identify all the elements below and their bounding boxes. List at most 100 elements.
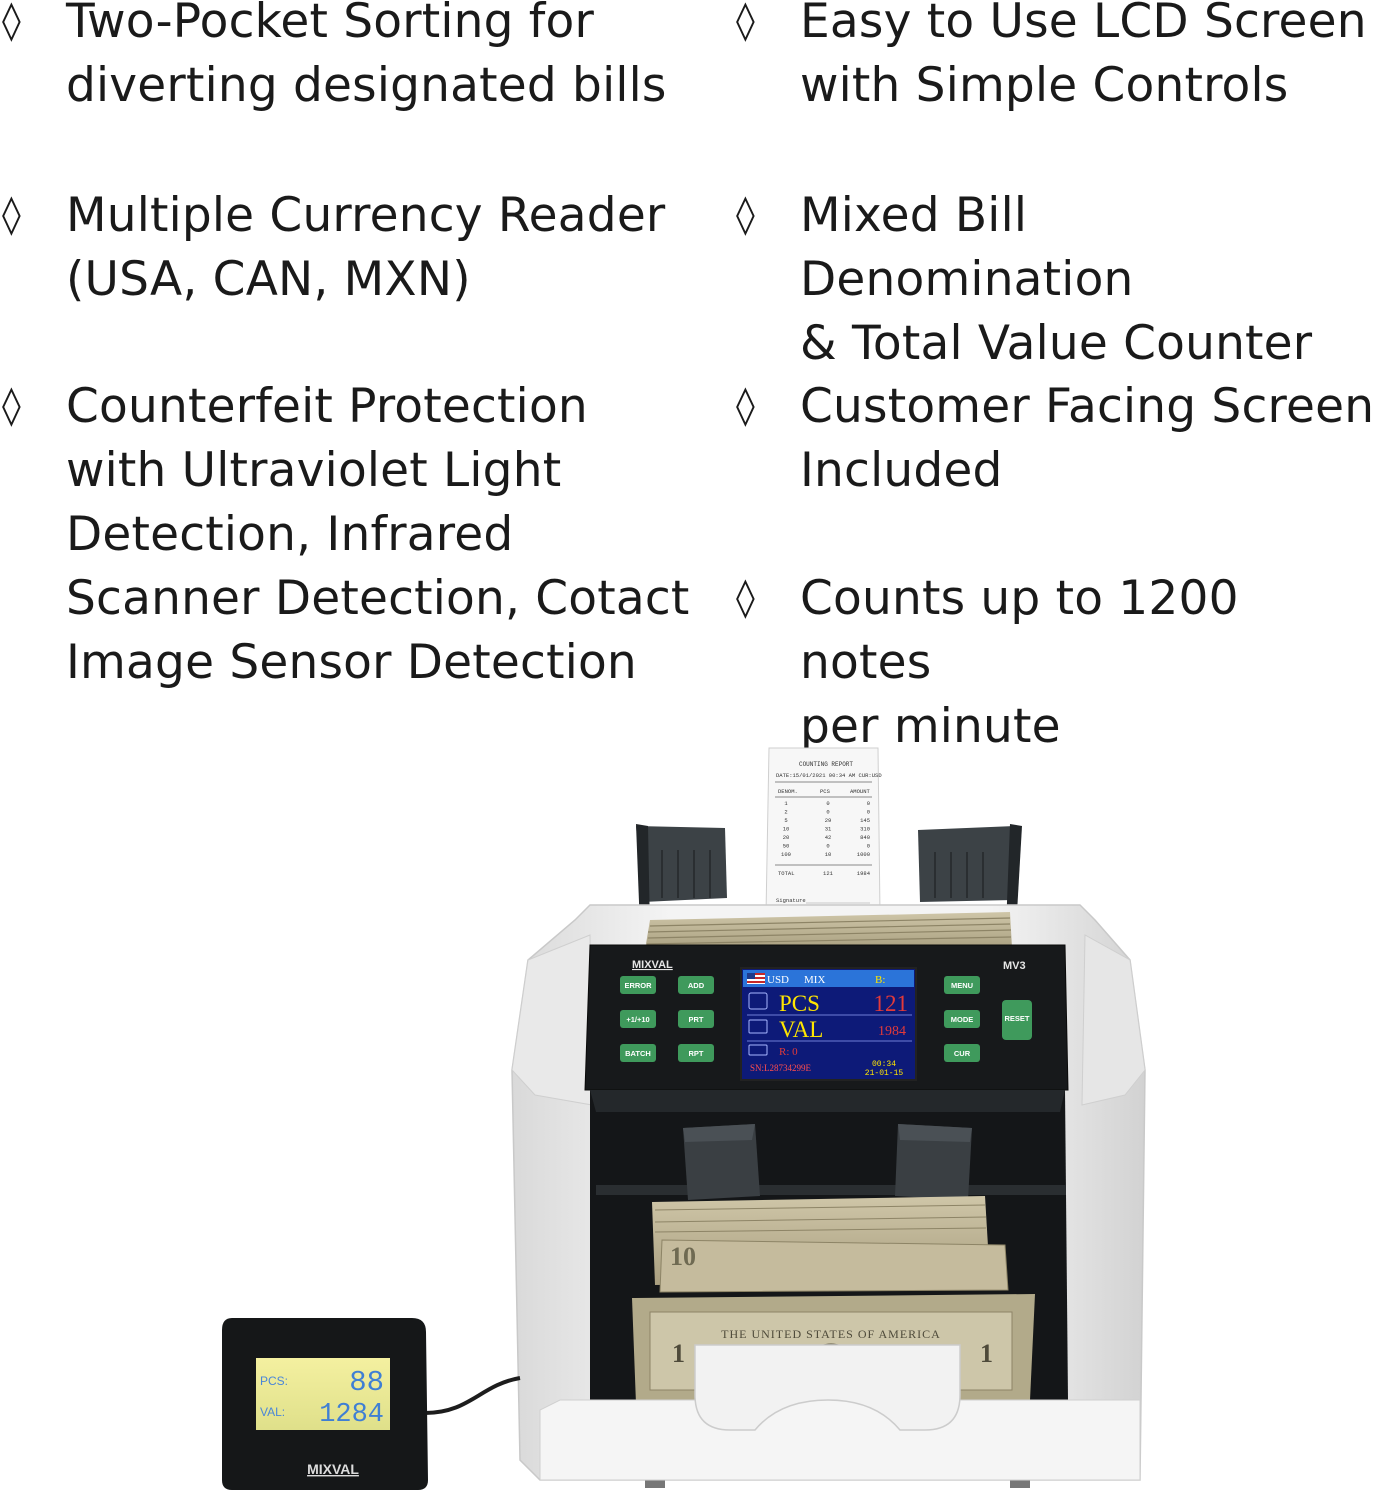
screen-time: 00:34	[872, 1060, 896, 1069]
mode-button-label: MODE	[951, 1015, 974, 1024]
feature-text: Counts up to 1200 notes per minute	[800, 571, 1239, 754]
diamond-bullet-icon: ◊	[2, 192, 21, 236]
receipt-cell: 0	[867, 800, 870, 807]
stacker-wheel-right	[895, 1124, 972, 1200]
banknote-denom-right: 1	[980, 1339, 993, 1368]
feature-counting-speed: ◊ Counts up to 1200 notes per minute	[734, 567, 1375, 759]
diamond-bullet-icon: ◊	[2, 0, 21, 42]
currency-button-label: CUR	[954, 1049, 971, 1058]
receipt-cell: 20	[783, 834, 790, 841]
feature-two-pocket-sorting: ◊ Two-Pocket Sorting for diverting desig…	[0, 0, 667, 118]
main-lcd-screen: USD MIX B: PCS 121 VAL 1984 R: 0 SN:L287…	[740, 967, 917, 1081]
receipt-total-label: TOTAL	[778, 870, 795, 877]
screen-serial: SN:L28734299E	[750, 1063, 812, 1073]
customer-pcs-label: PCS:	[260, 1374, 288, 1388]
diamond-bullet-icon: ◊	[736, 0, 755, 42]
receipt-col-denom: DENOM.	[778, 788, 798, 795]
brand-logo: MIXVAL	[632, 959, 673, 971]
feature-text: Customer Facing Screen Included	[800, 379, 1375, 498]
error-button-label: ERROR	[624, 981, 652, 990]
feature-lcd-screen: ◊ Easy to Use LCD Screen with Simple Con…	[734, 0, 1367, 118]
hopper-right-guide	[918, 824, 1022, 930]
receipt-cell: 1000	[857, 851, 870, 858]
receipt-total-pcs: 121	[823, 870, 834, 877]
receipt-cell: 145	[860, 817, 870, 824]
screen-currency: USD	[767, 974, 789, 986]
receipt-cell: 10	[825, 851, 832, 858]
diamond-bullet-icon: ◊	[736, 192, 755, 236]
receipt-cell: 50	[783, 843, 790, 850]
banknote-denom-left: 1	[672, 1339, 685, 1368]
receipt-cell: 310	[860, 826, 870, 833]
customer-display: PCS: 88 VAL: 1284 MIXVAL	[222, 1318, 521, 1490]
screen-val-label: VAL	[779, 1017, 823, 1042]
receipt-cell: 0	[826, 809, 829, 816]
banknote-stack-top	[645, 912, 1012, 950]
receipt-col-amount: AMOUNT	[850, 788, 871, 795]
feature-text: Counterfeit Protection with Ultraviolet …	[66, 379, 690, 690]
feature-text: Multiple Currency Reader (USA, CAN, MXN)	[66, 188, 666, 307]
val-icon	[748, 1019, 768, 1034]
menu-button[interactable]: MENU	[944, 976, 980, 994]
plus-button-label: +1/+10	[626, 1015, 649, 1024]
mode-button[interactable]: MODE	[944, 1010, 980, 1028]
reset-button-label: RESET	[1004, 1014, 1029, 1023]
front-tray	[539, 1344, 1141, 1481]
receipt-cell: 840	[860, 834, 870, 841]
customer-val-label: VAL:	[260, 1405, 285, 1419]
diamond-bullet-icon: ◊	[736, 575, 755, 619]
diamond-bullet-icon: ◊	[736, 383, 755, 427]
receipt-col-pcs: PCS	[820, 788, 831, 795]
receipt-signature: Signature	[776, 897, 806, 904]
reject-icon	[748, 1044, 768, 1056]
customer-val-value: 1284	[319, 1400, 384, 1430]
screen-val-value: 1984	[878, 1024, 906, 1039]
add-button[interactable]: ADD	[678, 976, 714, 994]
receipt-title: COUNTING REPORT	[799, 761, 853, 768]
feature-text: Easy to Use LCD Screen with Simple Contr…	[800, 0, 1367, 113]
diamond-bullet-icon: ◊	[2, 383, 21, 427]
customer-lcd	[256, 1358, 390, 1430]
stacker-wheel-left	[683, 1124, 760, 1200]
feature-text: Two-Pocket Sorting for diverting designa…	[66, 0, 667, 113]
printed-receipt: COUNTING REPORT DATE:15/01/2021 00:34 AM…	[765, 747, 882, 915]
receipt-total-amount: 1984	[857, 870, 871, 877]
menu-button-label: MENU	[951, 981, 973, 990]
receipt-cell: 0	[867, 843, 870, 850]
us-flag-icon	[747, 973, 765, 984]
plus-one-ten-button[interactable]: +1/+10	[620, 1010, 656, 1028]
receipt-cell: 1	[784, 800, 788, 807]
banknote-header: THE UNITED STATES OF AMERICA	[721, 1327, 941, 1341]
feature-counterfeit-protection: ◊ Counterfeit Protection with Ultraviole…	[0, 375, 690, 695]
receipt-cell: 31	[825, 826, 832, 833]
feature-text: Mixed Bill Denomination & Total Value Co…	[800, 188, 1313, 371]
receipt-cell: 0	[826, 800, 829, 807]
currency-button[interactable]: CUR	[944, 1044, 980, 1062]
receipt-cell: 10	[783, 826, 790, 833]
banknote-stack-reject-pocket: 10	[652, 1196, 1009, 1293]
screen-pcs-label: PCS	[779, 991, 820, 1016]
control-panel: MIXVAL MV3 ERROR ADD +1/+10 PRT BATCH RP…	[584, 944, 1069, 1091]
screen-mode: MIX	[804, 974, 825, 986]
reset-button[interactable]: RESET	[1002, 1000, 1032, 1040]
receipt-cell: 0	[826, 843, 829, 850]
batch-button[interactable]: BATCH	[620, 1044, 656, 1062]
batch-button-label: BATCH	[625, 1049, 651, 1058]
print-button[interactable]: PRT	[678, 1010, 714, 1028]
customer-pcs-value: 88	[349, 1366, 384, 1399]
report-button[interactable]: RPT	[678, 1044, 714, 1062]
customer-brand-logo: MIXVAL	[307, 1461, 359, 1477]
pcs-icon	[748, 992, 768, 1010]
error-button[interactable]: ERROR	[620, 976, 656, 994]
receipt-cell: 2	[784, 809, 787, 816]
add-button-label: ADD	[688, 981, 705, 990]
receipt-header: DATE:15/01/2021 00:34 AM CUR:USD	[776, 772, 882, 779]
screen-batch: B:	[875, 974, 885, 986]
model-label: MV3	[1003, 960, 1026, 972]
feature-customer-screen: ◊ Customer Facing Screen Included	[734, 375, 1374, 503]
receipt-cell: 42	[825, 834, 832, 841]
receipt-cell: 5	[784, 817, 787, 824]
receipt-cell: 29	[825, 817, 832, 824]
feature-multiple-currency: ◊ Multiple Currency Reader (USA, CAN, MX…	[0, 184, 665, 312]
